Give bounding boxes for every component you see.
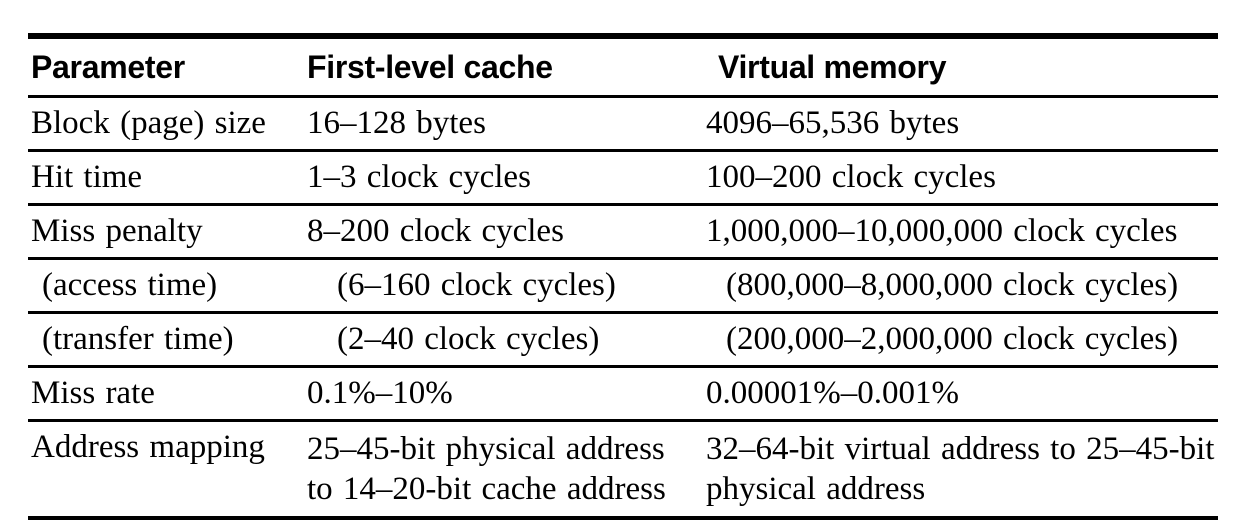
column-header-first-level-cache: First-level cache: [307, 36, 706, 98]
table-header: Parameter First-level cache Virtual memo…: [28, 36, 1218, 98]
vm-cell: 1,000,000–10,000,000 clock cycles: [706, 204, 1218, 260]
vm-cell: (200,000–2,000,000 clock cycles): [706, 312, 1218, 368]
param-cell: Block (page) size: [28, 96, 307, 152]
param-cell: Miss penalty: [28, 204, 307, 260]
row-transfer-time: (transfer time) (2–40 clock cycles) (200…: [28, 312, 1218, 368]
cache-cell: 8–200 clock cycles: [307, 204, 706, 260]
row-block-page-size: Block (page) size 16–128 bytes 4096–65,5…: [28, 96, 1218, 152]
cache-cell-line-2: to 14–20-bit cache address: [307, 471, 666, 507]
cache-vm-comparison-table: Parameter First-level cache Virtual memo…: [28, 33, 1218, 520]
cache-cell-line-1: 25–45-bit physical address: [307, 431, 665, 467]
row-access-time: (access time) (6–160 clock cycles) (800,…: [28, 258, 1218, 314]
vm-cell-line-2: physical address: [706, 471, 926, 507]
cache-cell: 16–128 bytes: [307, 96, 706, 152]
row-miss-rate: Miss rate 0.1%–10% 0.00001%–0.001%: [28, 366, 1218, 422]
param-cell: Hit time: [28, 150, 307, 206]
row-miss-penalty: Miss penalty 8–200 clock cycles 1,000,00…: [28, 204, 1218, 260]
cache-cell: (6–160 clock cycles): [307, 258, 706, 314]
param-cell: Address mapping: [28, 420, 307, 520]
vm-cell: 100–200 clock cycles: [706, 150, 1218, 206]
vm-cell: (800,000–8,000,000 clock cycles): [706, 258, 1218, 314]
param-cell: (transfer time): [28, 312, 307, 368]
cache-cell: (2–40 clock cycles): [307, 312, 706, 368]
param-cell: (access time): [28, 258, 307, 314]
table-body: Block (page) size 16–128 bytes 4096–65,5…: [28, 96, 1218, 520]
vm-cell: 4096–65,536 bytes: [706, 96, 1218, 152]
cache-cell: 25–45-bit physical address to 14–20-bit …: [307, 420, 706, 520]
vm-cell: 32–64-bit virtual address to 25–45-bit p…: [706, 420, 1218, 520]
row-address-mapping: Address mapping 25–45-bit physical addre…: [28, 420, 1218, 520]
column-header-virtual-memory: Virtual memory: [706, 36, 1218, 98]
param-cell: Miss rate: [28, 366, 307, 422]
vm-cell-line-1: 32–64-bit virtual address to 25–45-bit: [706, 431, 1215, 467]
cache-cell: 1–3 clock cycles: [307, 150, 706, 206]
header-row: Parameter First-level cache Virtual memo…: [28, 36, 1218, 98]
vm-cell: 0.00001%–0.001%: [706, 366, 1218, 422]
column-header-parameter: Parameter: [28, 36, 307, 98]
row-hit-time: Hit time 1–3 clock cycles 100–200 clock …: [28, 150, 1218, 206]
cache-cell: 0.1%–10%: [307, 366, 706, 422]
